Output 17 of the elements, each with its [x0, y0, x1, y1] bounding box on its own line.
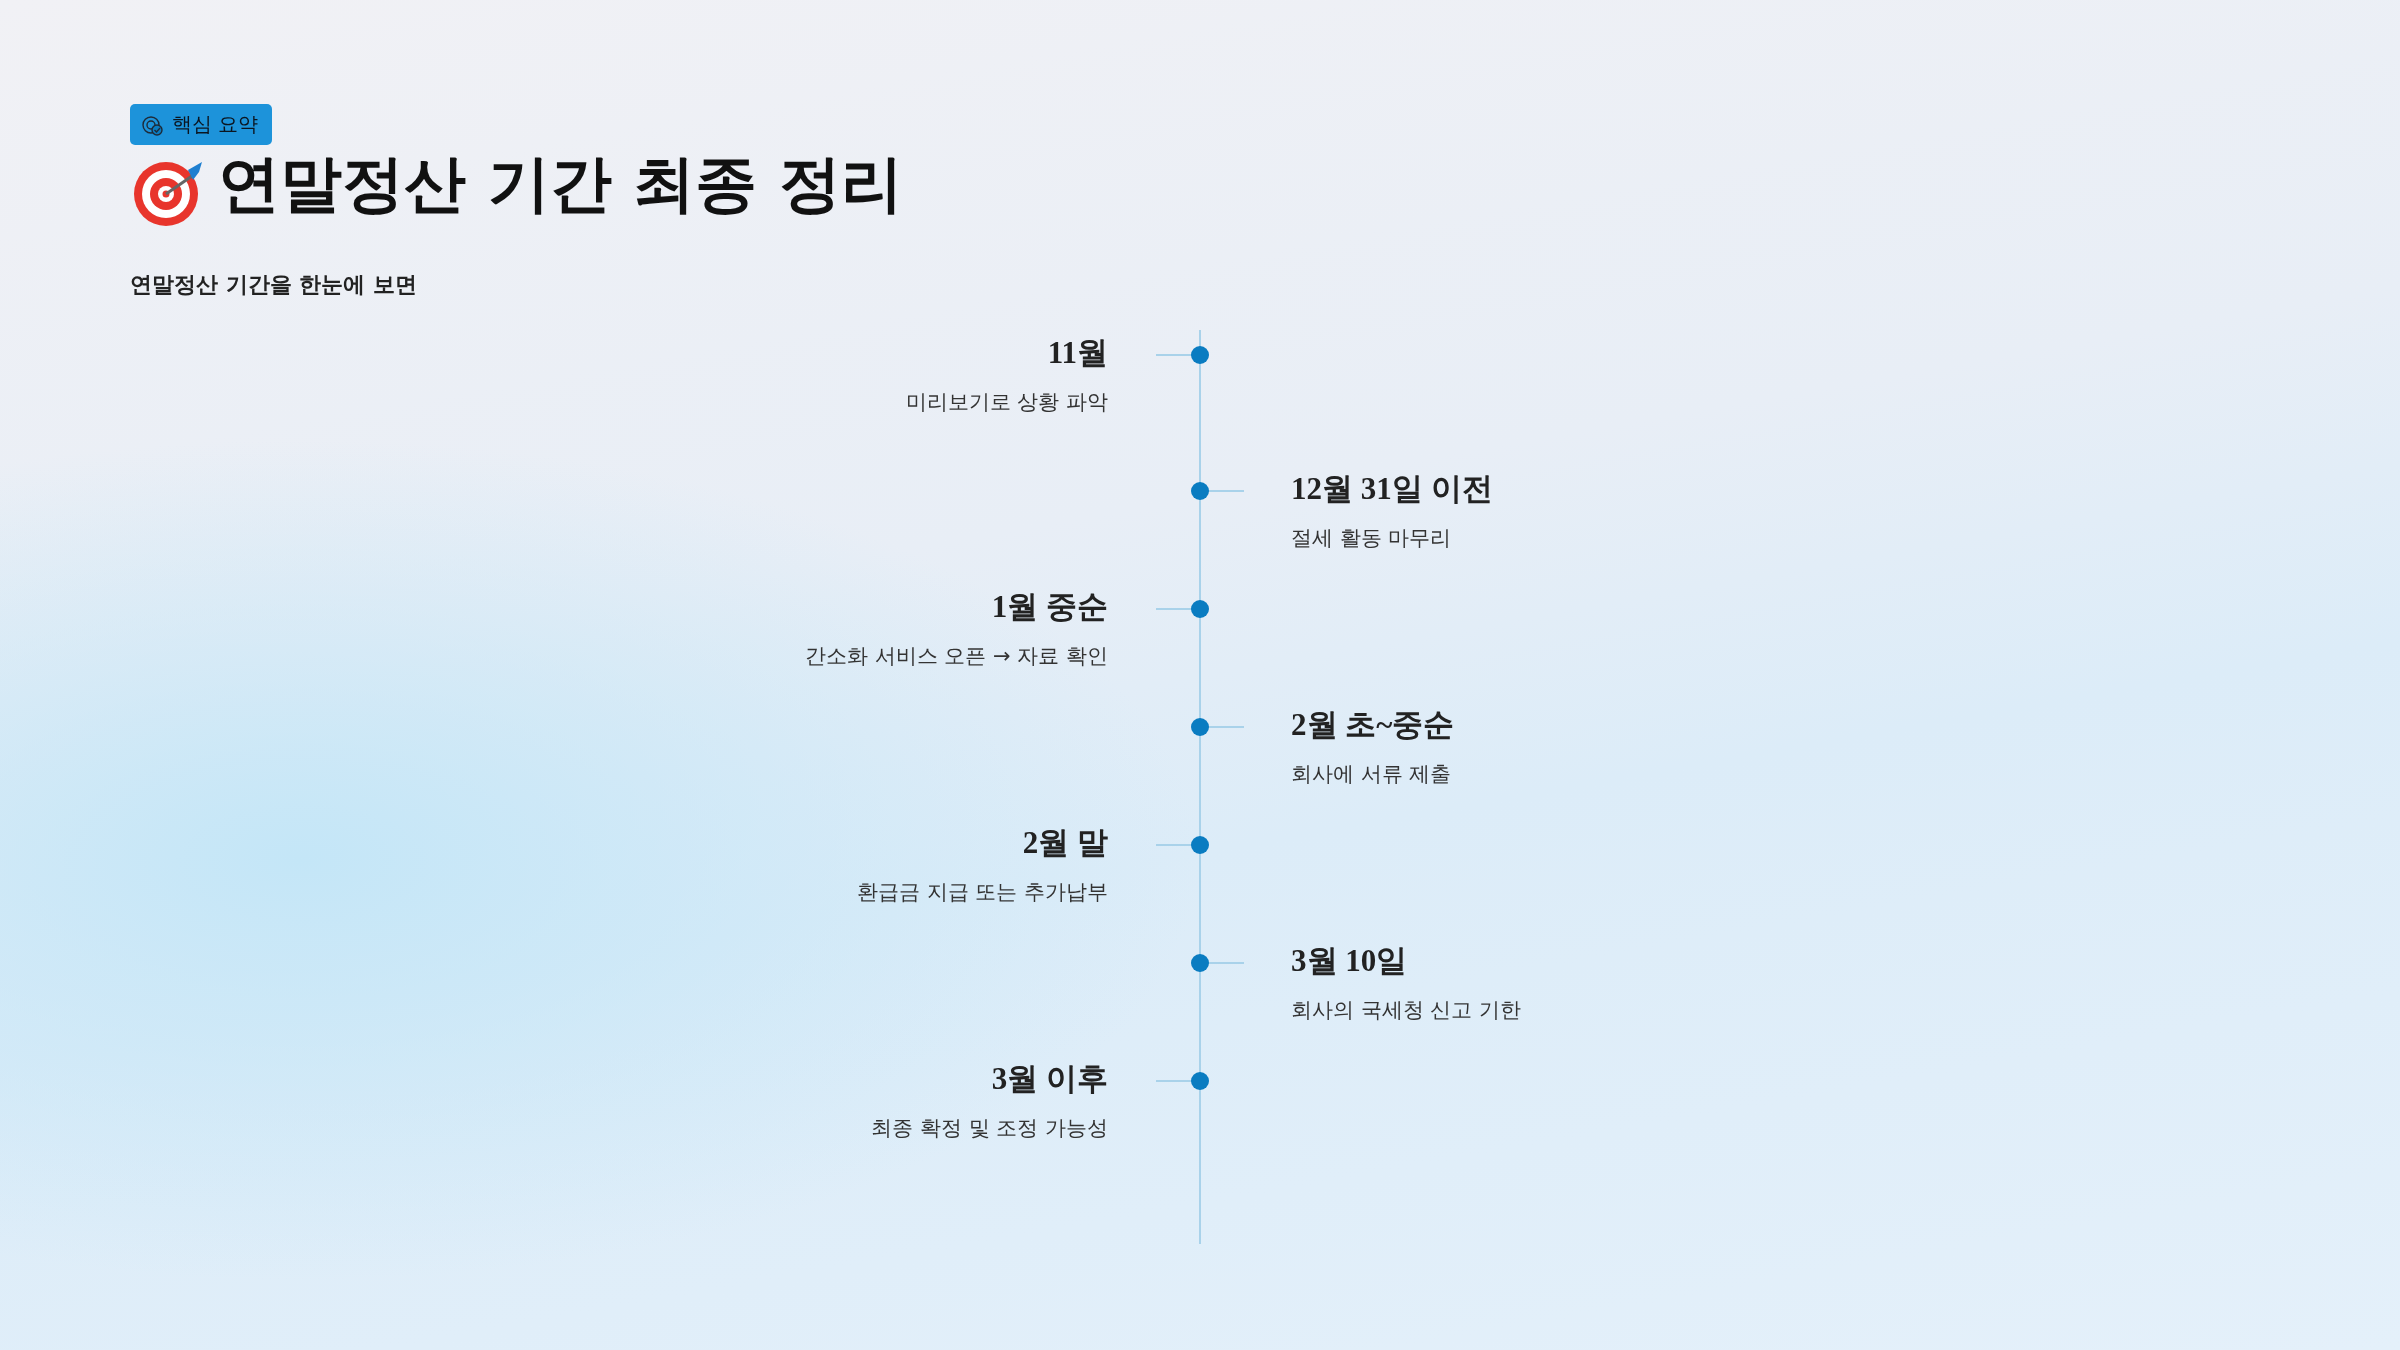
date-heading: 2월 초~중순: [1291, 706, 1455, 744]
date-heading: 11월: [1047, 334, 1108, 372]
event-description: 절세 활동 마무리: [1291, 525, 1452, 552]
date-heading: 1월 중순: [991, 588, 1108, 626]
date-heading: 2월 말: [1022, 824, 1108, 862]
date-heading: 3월 10일: [1291, 942, 1408, 980]
event-description: 최종 확정 및 조정 가능성: [871, 1115, 1108, 1142]
tag-badge: 핵심 요약: [130, 104, 273, 145]
event-description: 회사의 국세청 신고 기한: [1291, 997, 1522, 1024]
event-description: 간소화 서비스 오픈 → 자료 확인: [805, 643, 1108, 670]
event-description: 환급금 지급 또는 추가납부: [856, 879, 1108, 906]
page-title: 연말정산 기간 최종 정리: [218, 150, 903, 219]
date-heading: 3월 이후: [991, 1060, 1108, 1098]
date-heading: 12월 31일 이전: [1291, 470, 1493, 508]
event-description: 미리보기로 상황 파악: [905, 389, 1108, 416]
event-description: 회사에 서류 제출: [1291, 761, 1452, 788]
subtitle: 연말정산 기간을 한눈에 보면: [130, 271, 417, 299]
